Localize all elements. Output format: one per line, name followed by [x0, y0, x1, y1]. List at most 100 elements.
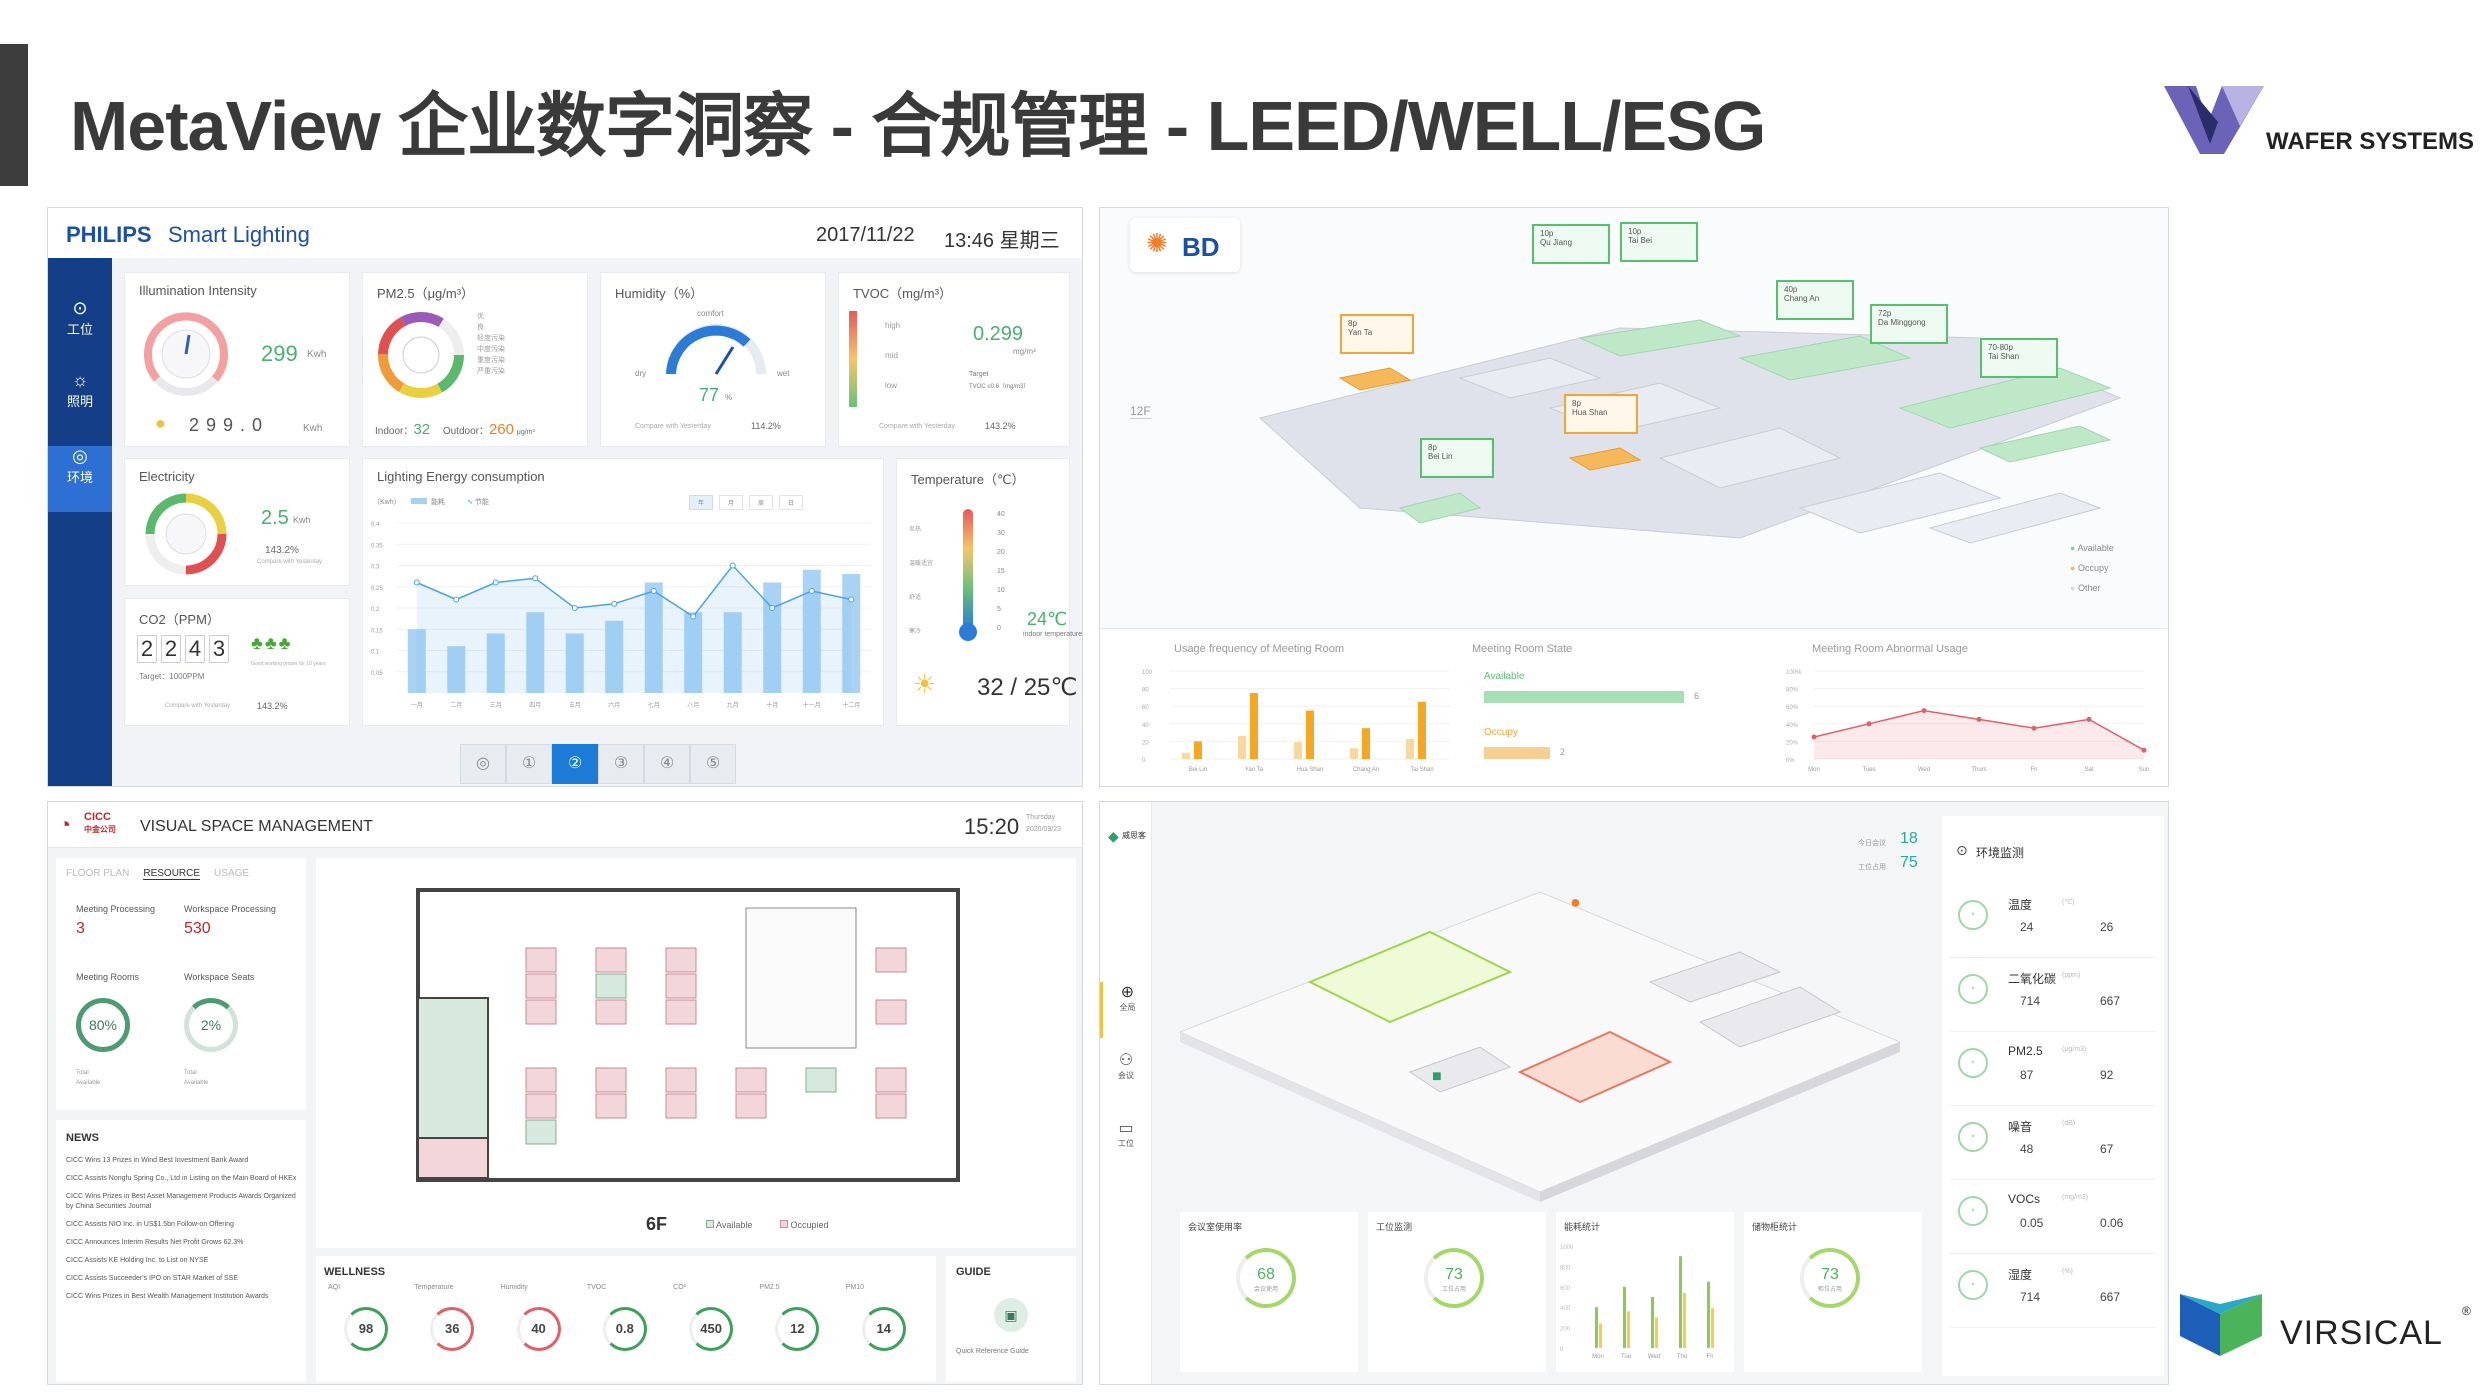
period-tab[interactable]: 月 [719, 495, 744, 510]
stat-bar [1595, 1307, 1598, 1348]
stat-bar-secondary [1655, 1317, 1658, 1348]
news-item[interactable]: CICC Wins Prizes in Best Asset Managemen… [66, 1193, 296, 1210]
env-value-b: 667 [2100, 994, 2121, 1008]
energy-bar [407, 629, 426, 693]
x-tick-label: 八月 [687, 702, 699, 709]
bottom-nav-item[interactable]: ① [506, 744, 552, 784]
energy-point [650, 588, 657, 594]
globe-icon: ⊕ [1120, 984, 1135, 1001]
philips-bottom-nav: ◎ ① ② ③ ④ ⑤ [460, 744, 736, 784]
x-tick-label: 二月 [450, 702, 462, 709]
wsd-nav-global[interactable]: ⊕ 全局 [1100, 982, 1152, 1038]
env-value-a: 714 [2020, 994, 2041, 1008]
usage-bar-secondary [1294, 742, 1302, 759]
location-pin-icon[interactable]: ■ [1432, 1068, 1442, 1085]
news-item[interactable]: CICC Assists NIO Inc. in US$1.5bn Follow… [66, 1221, 234, 1228]
wellness-label: PM10 [845, 1284, 864, 1291]
energy-card: Lighting Energy consumption （Kwh） 能耗 ∿ 节… [362, 458, 884, 726]
guide-icon[interactable]: ▣ [994, 1298, 1028, 1332]
bd-sun-icon: ✺ [1146, 228, 1168, 258]
wsd-card-value: 68 [1257, 1266, 1275, 1283]
wellness-gauge: 36 [430, 1307, 475, 1351]
x-tick-label: Fri [2031, 767, 2038, 773]
energy-bar [644, 582, 663, 693]
pm25-legend: 优 良 轻度污染 中度污染 重度污染 严重污染 [477, 313, 505, 375]
bottom-nav-item-active[interactable]: ② [552, 744, 598, 784]
slide-accent-bar [0, 44, 28, 186]
wellness-label: Temperature [414, 1284, 454, 1291]
map-pin-icon[interactable]: ● [1570, 892, 1581, 912]
env-value-b: 67 [2100, 1142, 2114, 1156]
humidity-card: Humidity（%） comfort dry wet 77 % Compare… [600, 272, 826, 447]
wsd-nav-desk[interactable]: ▭ 工位 [1100, 1118, 1152, 1174]
y-tick-label: 100 [1142, 670, 1153, 676]
tvoc-value: 0.299 [973, 323, 1024, 345]
energy-bar [802, 569, 821, 693]
usage-chart-title: Usage frequency of Meeting Room [1174, 643, 1344, 655]
sidebar-item-workstation[interactable]: ⊙ 工位 [48, 298, 112, 364]
env-value-a: 48 [2020, 1142, 2034, 1156]
wsd-card-value: 73 [1821, 1266, 1839, 1283]
philips-brand: PHILIPS [66, 222, 152, 247]
wellness-gauge: 14 [861, 1307, 906, 1351]
sidebar-item-environment[interactable]: ◎ 环境 [48, 446, 112, 512]
y-tick-label: 0.3 [371, 565, 380, 571]
period-tab[interactable]: 日 [779, 495, 804, 510]
tab-floor-plan[interactable]: FLOOR PLAN [66, 868, 130, 879]
period-tab[interactable]: 周 [749, 495, 774, 510]
wsd-nav-meeting[interactable]: ⚇ 会议 [1100, 1050, 1152, 1106]
y-tick-label: 20 [1142, 740, 1149, 746]
news-item[interactable]: CICC Announces Interim Results Net Profi… [66, 1239, 244, 1246]
news-item[interactable]: CICC Wins Prizes in Best Wealth Manageme… [66, 1293, 269, 1300]
usage-bar [1250, 693, 1258, 759]
co2-digits: 2 2 4 3 [137, 635, 229, 663]
bottom-nav-item[interactable]: ◎ [460, 744, 506, 784]
wsd-card-title: 会议室使用率 [1188, 1222, 1243, 1232]
y-tick-label: 200 [1560, 1327, 1571, 1333]
news-item[interactable]: CICC Assists Succeeder's IPO on STAR Mar… [66, 1275, 238, 1282]
env-value-b: 92 [2100, 1068, 2114, 1082]
y-tick-label: 80 [1142, 688, 1149, 694]
env-name: 湿度 [2008, 1268, 2033, 1282]
tab-usage[interactable]: USAGE [214, 868, 250, 879]
energy-point [532, 575, 539, 582]
x-tick-label: 十月 [766, 701, 778, 709]
sidebar-item-lighting[interactable]: ☼ 照明 [48, 370, 112, 436]
y-tick-label: 0.35 [371, 543, 383, 549]
humidity-gauge [666, 324, 766, 375]
wellness-label: PM2.5 [759, 1284, 780, 1291]
env-value-a: 24 [2020, 920, 2034, 934]
thermometer [963, 509, 973, 629]
illumination-digits: 2 9 9 . 0 [189, 415, 264, 435]
bottom-nav-item[interactable]: ③ [598, 744, 644, 784]
x-tick-label: 一月 [411, 702, 423, 709]
bottom-nav-item[interactable]: ⑤ [690, 744, 736, 784]
x-tick-label: Bei Lin [1189, 767, 1207, 773]
x-tick-label: Hua Shan [1297, 767, 1324, 773]
stat-bar-secondary [1599, 1323, 1602, 1348]
env-icon: ⊙ [1956, 842, 1968, 858]
news-item[interactable]: CICC Assists KE Holding Inc. to List on … [66, 1257, 209, 1264]
y-tick-label: 1000 [1560, 1245, 1574, 1251]
usage-bar [1362, 728, 1370, 759]
outdoor-temp-value: 32 / 25℃ [977, 674, 1078, 701]
news-item[interactable]: CICC Assists Nongfu Spring Co., Ltd in L… [66, 1175, 297, 1182]
philips-dashboard: PHILIPS Smart Lighting 2017/11/22 13:46 … [47, 207, 1083, 787]
stat-bar [1623, 1286, 1626, 1348]
period-tab[interactable]: 年 [689, 495, 714, 510]
workspace-seats-ring: 2% [184, 998, 238, 1052]
tab-resource[interactable]: RESOURCE [143, 868, 201, 880]
electricity-value: 2.5 [261, 507, 289, 529]
state-chart-title: Meeting Room State [1472, 643, 1573, 655]
env-value-b: 667 [2100, 1290, 2121, 1304]
bottom-nav-item[interactable]: ④ [644, 744, 690, 784]
bulb-icon: ● [155, 413, 166, 433]
news-item[interactable]: CICC Wins 13 Prizes in Wind Best Investm… [66, 1157, 249, 1164]
